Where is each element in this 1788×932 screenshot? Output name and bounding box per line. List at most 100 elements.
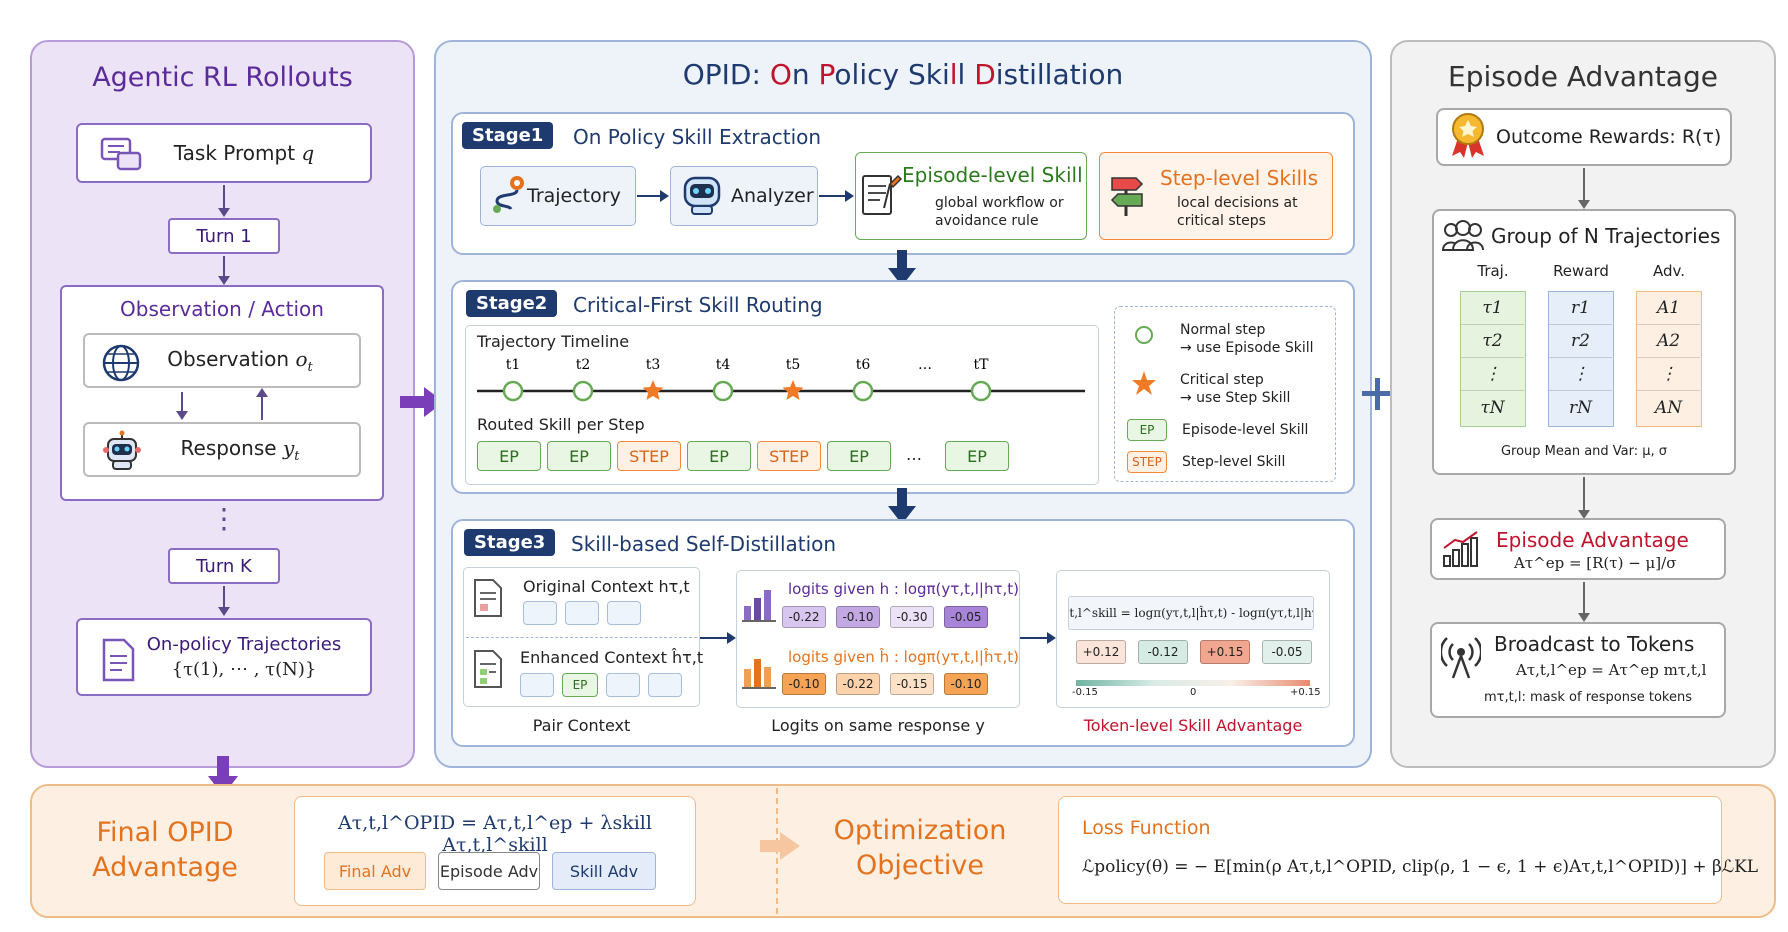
- normal-step-circle: [502, 380, 524, 402]
- analyzer-box: Analyzer: [670, 166, 818, 226]
- robot-icon: [101, 430, 143, 477]
- timeline-tick-label: t1: [506, 357, 521, 373]
- normal-step-circle: [852, 380, 874, 402]
- arrow-right-icon: [760, 832, 800, 864]
- broadcast-box: [1430, 622, 1726, 718]
- arrow-down: [176, 392, 188, 420]
- skill-advantage-cell: -0.05: [1262, 640, 1312, 664]
- task-prompt-label: Task Prompt q: [173, 141, 315, 165]
- legend-step-text: Step-level Skill: [1182, 454, 1286, 470]
- robot-icon: [679, 172, 725, 220]
- document-icon: [100, 638, 136, 687]
- traj-cell: τ1: [1461, 292, 1524, 325]
- broadcast-formula: Aτ,t,l^ep = Aτ^ep mτ,t,l: [1516, 661, 1707, 679]
- outcome-rewards-label: Outcome Rewards: R(τ): [1496, 126, 1722, 148]
- timeline-tick-label: tT: [974, 357, 990, 373]
- stage2-tag: Stage2: [466, 290, 558, 317]
- group-users-icon: [1441, 220, 1485, 258]
- logits-hh-row: -0.10-0.22-0.15-0.10: [782, 673, 1012, 697]
- routed-ep-chip: EP: [945, 441, 1009, 471]
- adv-cell: A1: [1637, 292, 1700, 325]
- stage2-title: Critical-First Skill Routing: [573, 293, 823, 317]
- final-opid-title: Final OPID Advantage: [92, 817, 238, 883]
- logit-hh-cell: -0.15: [890, 673, 934, 695]
- normal-step-circle: [712, 380, 734, 402]
- logit-h-cell: -0.30: [890, 606, 934, 628]
- critical-step-star-icon: [1131, 370, 1157, 400]
- routed-ep-chip: EP: [827, 441, 891, 471]
- bar-chart-icon: [742, 653, 778, 693]
- routed-step-chip: STEP: [757, 441, 821, 471]
- opid-formula: Aτ,t,l^OPID = Aτ,t,l^ep + λskill Aτ,t,l^…: [338, 812, 652, 856]
- episode-advantage-title: Episode Advantage: [1496, 528, 1689, 552]
- logit-hh-cell: -0.22: [836, 673, 880, 695]
- reward-cell: rN: [1568, 397, 1592, 418]
- col-reward-header: Reward: [1553, 262, 1609, 280]
- context-token: [523, 601, 557, 625]
- col-adv-header: Adv.: [1653, 262, 1685, 280]
- enhanced-context-label: Enhanced Context ĥτ,t: [520, 648, 704, 667]
- response-label: Response yt: [180, 435, 300, 464]
- group-trajectories-title: Group of N Trajectories: [1491, 224, 1721, 248]
- notepad-icon: [860, 170, 903, 222]
- stage1-title: On Policy Skill Extraction: [573, 125, 822, 149]
- legend-ep-chip: EP: [1127, 419, 1167, 441]
- observation-action-title: Observation / Action: [120, 297, 324, 321]
- dashed-divider: [466, 637, 697, 638]
- trajectory-box: Trajectory: [480, 166, 636, 226]
- episode-advantage-box: [1430, 518, 1726, 580]
- routed-step-chip: STEP: [617, 441, 681, 471]
- group-mean-label: Group Mean and Var: μ, σ: [1500, 444, 1668, 459]
- logit-h-cell: -0.05: [944, 606, 988, 628]
- context-token: [648, 673, 682, 697]
- analyzer-label: Analyzer: [731, 185, 814, 207]
- logit-hh-cell: -0.10: [782, 673, 826, 695]
- arrow-down: [1578, 168, 1590, 209]
- signpost-icon: [1106, 170, 1148, 222]
- critical-step-star: [642, 380, 664, 400]
- skill-advantage-cell: +0.15: [1200, 640, 1250, 664]
- logits-label: Logits on same response y: [771, 716, 985, 735]
- normal-step-circle: [572, 380, 594, 402]
- on-policy-trajectories-box: On-policy Trajectories {τ(1), ⋯ , τ(N)}: [76, 618, 372, 696]
- token-level-skill-advantage-label: Token-level Skill Advantage: [1083, 716, 1303, 735]
- routed-skill-label: Routed Skill per Step: [477, 415, 645, 434]
- trajectory-timeline-label: Trajectory Timeline: [477, 332, 630, 351]
- timeline-tick-label: t4: [716, 357, 731, 373]
- document-icon: [472, 649, 504, 693]
- globe-icon: [101, 343, 141, 388]
- original-context-label: Original Context hτ,t: [523, 577, 690, 596]
- skill-adv-chip: Skill Adv: [552, 852, 656, 890]
- final-adv-chip: Final Adv: [324, 852, 426, 890]
- broadcast-title: Broadcast to Tokens: [1494, 632, 1695, 656]
- episode-level-skill-box: [855, 152, 1087, 240]
- episode-level-skill-title: Episode-level Skill: [902, 163, 1083, 187]
- scale-min: -0.15: [1072, 687, 1098, 698]
- routed-ep-chip: EP: [547, 441, 611, 471]
- growth-chart-icon: [1441, 530, 1481, 572]
- arrow-right: [819, 190, 854, 202]
- broadcast-icon: [1439, 634, 1483, 684]
- arrow-down: [218, 185, 230, 217]
- col-traj-header: Traj.: [1477, 262, 1509, 280]
- route-icon: [489, 173, 527, 219]
- step-level-skills-desc: local decisions at critical steps: [1177, 195, 1298, 229]
- observation-box: Observation ot: [83, 333, 361, 388]
- medal-icon: [1448, 112, 1488, 162]
- bar-chart-icon: [742, 586, 778, 626]
- outcome-rewards-box: Outcome Rewards: R(τ): [1436, 108, 1732, 166]
- broadcast-mask: mτ,t,l: mask of response tokens: [1484, 690, 1693, 705]
- reward-cell: r1: [1549, 292, 1612, 325]
- turn-1-box: Turn 1: [168, 218, 280, 254]
- arrow-down: [888, 488, 916, 528]
- skill-advantage-formula: Aτ,t,l^skill = logπ(yτ,t,l|ĥτ,t) - logπ(…: [1068, 596, 1314, 630]
- on-policy-set: {τ(1), ⋯ , τ(N)}: [171, 659, 317, 680]
- normal-step-circle-icon: [1135, 326, 1153, 344]
- normal-step-circle: [970, 380, 992, 402]
- scale-mid: 0: [1190, 687, 1197, 698]
- pair-context-label: Pair Context: [532, 716, 631, 735]
- stage3-tag: Stage3: [464, 529, 556, 556]
- diverging-scale-bar: [1076, 680, 1310, 686]
